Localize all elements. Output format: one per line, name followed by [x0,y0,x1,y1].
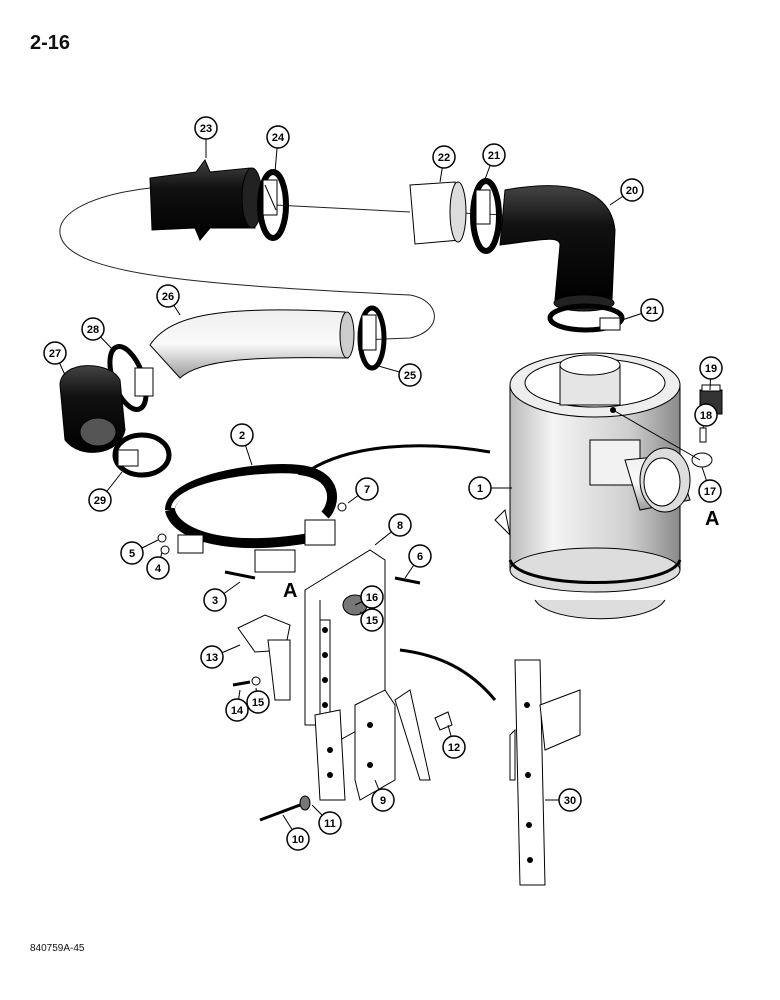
callout-number: 2 [239,430,245,442]
callout-circle [620,178,644,202]
callout-number: 1 [477,483,483,495]
callout-number: 5 [129,548,135,560]
fitting-18 [699,427,707,443]
callout-number: 27 [49,348,61,360]
callout-circle [246,690,270,714]
callout-number: 10 [292,834,304,846]
page-number: 2-16 [30,32,71,54]
callout-circle [468,476,492,500]
callout-circle [371,788,395,812]
callout-number: 28 [87,324,99,336]
callout-circle [146,556,170,580]
callout-number: 3 [212,595,218,607]
band-clamp-2 [165,464,338,573]
hose-23 [149,159,263,241]
callout-circle [698,479,722,503]
callout-circle [225,698,249,722]
callout-circle [482,143,506,167]
callout-circle [360,608,384,632]
callout-number: 17 [704,486,716,498]
leader-arrow [399,648,497,701]
clamp-21-lower [547,303,625,333]
callout-number: 18 [700,410,712,422]
clamp-25 [357,305,387,371]
clamp-29 [112,432,172,478]
callout-circle [286,827,310,851]
callout-circle [156,284,180,308]
callout-number: 12 [448,742,460,754]
callout-circle [81,317,105,341]
leader-arrow [309,444,491,472]
callout-circle [360,585,384,609]
callout-number: 13 [206,652,218,664]
callout-circle [640,298,664,322]
callout-number: 19 [705,363,717,375]
callout-number: 21 [488,150,500,162]
callout-number: 7 [364,484,370,496]
bracket-30 [509,659,581,886]
callout-circle [266,125,290,149]
bracket-13 [237,614,291,701]
callout-number: 26 [162,291,174,303]
callout-number: 20 [626,185,638,197]
callout-number: 25 [404,370,416,382]
clamp-28 [107,344,154,412]
callout-circle [120,541,144,565]
callout-circle [442,735,466,759]
callout-circle [318,811,342,835]
callout-circle [558,788,582,812]
assembly-line [274,204,411,213]
callout-number: 8 [397,520,403,532]
callout-circle [194,116,218,140]
callout-number: 9 [380,795,386,807]
callout-circle [694,403,718,427]
leader-line [612,409,701,461]
view-marker-a: A [705,508,719,530]
callout-number: 16 [366,592,378,604]
assembly-line [59,187,435,341]
callout-circle [432,145,456,169]
callout-circle [200,645,224,669]
callout-circle [398,363,422,387]
tube-26 [149,309,355,379]
callout-circle [408,544,432,568]
callout-number: 29 [94,495,106,507]
callout-number: 6 [417,551,423,563]
callout-number: 14 [231,705,244,717]
sleeve-22 [409,181,467,245]
callout-circle [699,356,723,380]
callout-circle [203,588,227,612]
callout-number: 24 [272,132,285,144]
document-code: 840759A-45 [30,943,85,954]
view-marker-a: A [283,580,297,602]
callout-number: 23 [200,123,212,135]
elbow-hose-20 [499,185,616,312]
callout-circle [43,341,67,365]
callout-number: 21 [646,305,658,317]
elbow-27 [59,365,126,453]
clamp-24 [257,169,289,241]
fitting-17 [691,452,713,468]
callout-circle [88,488,112,512]
callout-circle [355,477,379,501]
callout-number: 15 [366,615,378,627]
callout-number: 15 [252,697,264,709]
callout-number: 30 [564,795,576,807]
callout-number: 22 [438,152,450,164]
callout-circle [388,513,412,537]
clamp-21-upper [470,178,502,254]
callout-circle [230,423,254,447]
callout-number: 11 [324,818,336,830]
callout-number: 4 [155,563,162,575]
bracket-9 [314,689,431,801]
air-cleaner-1 [494,352,691,620]
